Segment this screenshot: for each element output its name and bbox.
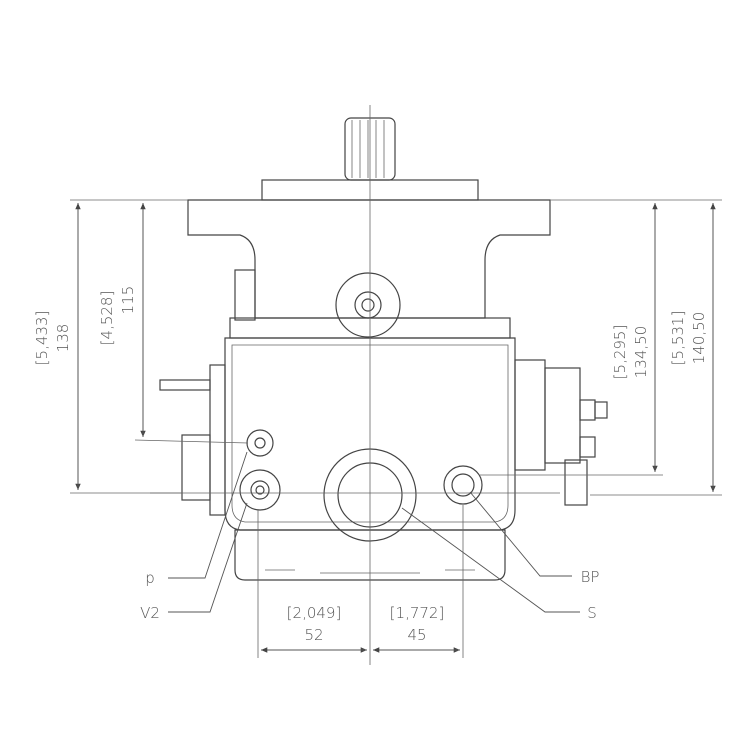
dim-right-inner-mm: 134,50 <box>632 326 650 379</box>
center-bolt <box>335 272 401 338</box>
port-bp <box>443 465 483 505</box>
dim-left-inner-mm: 115 <box>119 286 137 315</box>
dim-bottom-left-inch: [2,049] <box>287 604 342 622</box>
dim-left-outer-mm: 138 <box>54 324 72 353</box>
dim-left-inner-inch: [4,528] <box>98 291 116 346</box>
dim-bottom-right-inch: [1,772] <box>390 604 445 622</box>
dim-bottom-right-mm: 45 <box>407 626 426 644</box>
leader-lines <box>168 451 580 613</box>
port-v2 <box>239 469 281 511</box>
dim-left-outer-inch: [5,433] <box>33 311 51 366</box>
label-v2: V2 <box>140 604 160 622</box>
dim-right-inner-inch: [5,295] <box>611 325 629 380</box>
dim-right-outer-inch: [5,531] <box>669 311 687 366</box>
dim-bottom-left-mm: 52 <box>304 626 323 644</box>
port-p <box>246 429 274 457</box>
dimension-lines <box>75 203 716 653</box>
label-bp: BP <box>581 568 600 586</box>
dim-right-outer-mm: 140,50 <box>690 312 708 365</box>
label-s: S <box>587 604 597 622</box>
label-p: p <box>145 569 155 587</box>
